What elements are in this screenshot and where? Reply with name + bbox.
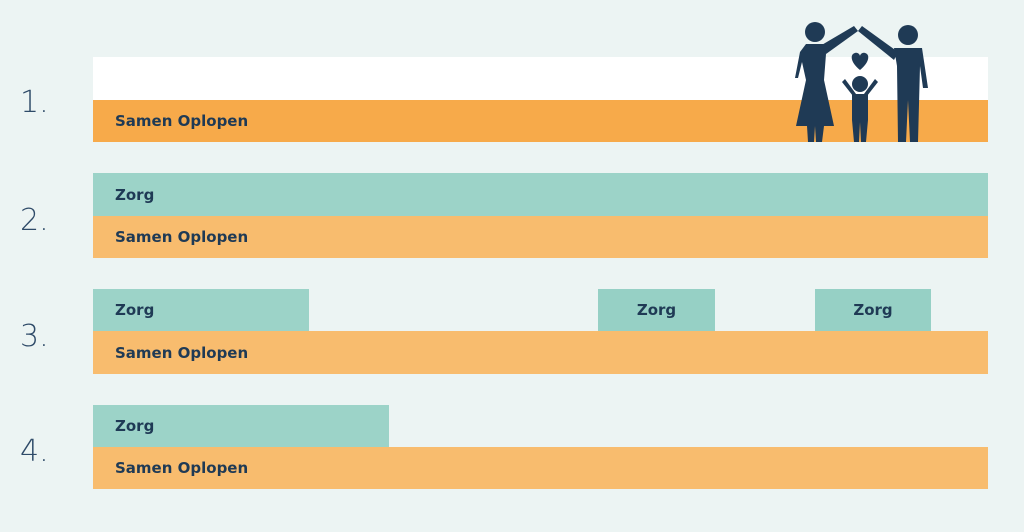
row-2-samen-oplopen-bar: Samen Oplopen (93, 216, 988, 258)
row-2-number: 2. (20, 203, 49, 238)
row-3-samen-oplopen-bar: Samen Oplopen (93, 331, 988, 374)
row-1-samen-oplopen-bar: Samen Oplopen (93, 100, 988, 142)
row-3-number: 3. (20, 319, 49, 354)
row-3-zorg-bar-3: Zorg (815, 289, 931, 331)
row-1-number: 1. (20, 85, 49, 120)
row-4-number: 4. (20, 434, 49, 469)
heart-icon (851, 52, 869, 70)
row-2-zorg-bar: Zorg (93, 173, 988, 216)
family-icon (790, 18, 940, 144)
row-1-empty-bar (93, 57, 988, 100)
row-3-zorg-bar-2: Zorg (598, 289, 715, 331)
row-4-samen-oplopen-bar: Samen Oplopen (93, 447, 988, 489)
row-3-zorg-bar-1: Zorg (93, 289, 309, 331)
row-4-zorg-bar: Zorg (93, 405, 389, 447)
